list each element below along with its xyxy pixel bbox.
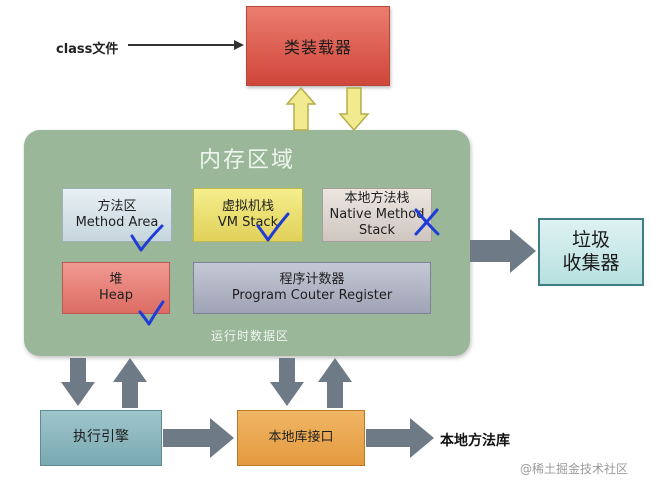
down-arrow-to-memory (338, 87, 370, 132)
vm-stack-en: VM Stack (217, 215, 279, 230)
heap-en: Heap (99, 288, 133, 303)
garbage-collector-box: 垃圾 收集器 (538, 218, 644, 286)
up-arrow-to-loader (285, 86, 317, 131)
method-area-check-mark (130, 224, 164, 252)
garbage-collector-line1: 垃圾 (571, 229, 610, 252)
down-arrow-to-native-interface (270, 358, 304, 406)
program-counter-box: 程序计数器 Program Couter Register (193, 262, 431, 314)
vm-stack-cn: 虚拟机栈 (221, 198, 274, 214)
program-counter-cn: 程序计数器 (279, 271, 345, 287)
method-area-en: Method Area (75, 215, 159, 230)
native-method-stack-cross-mark (414, 208, 440, 236)
vm-stack-box: 虚拟机栈 VM Stack (193, 188, 303, 242)
down-arrow-to-execution-engine (61, 358, 95, 406)
runtime-data-area-label: 运行时数据区 (210, 329, 289, 343)
program-counter-en: Program Couter Register (231, 288, 393, 303)
arrow-to-native-library (366, 418, 434, 458)
arrow-engine-to-native-interface (163, 418, 234, 458)
class-file-label: class文件 (56, 42, 119, 57)
heap-cn: 堆 (109, 271, 123, 287)
arrow-to-garbage-collector (470, 229, 536, 273)
up-arrow-from-execution-engine (113, 358, 147, 408)
heap-box: 堆 Heap (62, 262, 170, 314)
up-arrow-from-native-interface (318, 358, 352, 408)
execution-engine-label: 执行引擎 (73, 429, 129, 446)
vm-stack-check-mark (256, 212, 290, 242)
class-file-arrow (128, 40, 244, 50)
watermark-text: @稀土掘金技术社区 (520, 462, 629, 476)
native-interface-label: 本地库接口 (268, 429, 334, 445)
class-loader-box: 类装载器 (246, 6, 390, 86)
native-method-stack-box: 本地方法栈 Native Method Stack (322, 188, 432, 242)
memory-area-title: 内存区域 (198, 148, 295, 173)
native-library-label: 本地方法库 (440, 433, 510, 449)
native-method-stack-en2: Stack (358, 223, 395, 239)
native-interface-box: 本地库接口 (237, 410, 365, 466)
execution-engine-box: 执行引擎 (40, 410, 162, 466)
class-loader-label: 类装载器 (283, 38, 352, 57)
native-method-stack-cn: 本地方法栈 (344, 190, 410, 206)
garbage-collector-line2: 收集器 (562, 252, 620, 274)
method-area-cn: 方法区 (97, 198, 137, 214)
memory-area-container (24, 130, 470, 356)
heap-check-mark (138, 300, 165, 326)
native-method-stack-en1: Native Method (329, 206, 425, 222)
